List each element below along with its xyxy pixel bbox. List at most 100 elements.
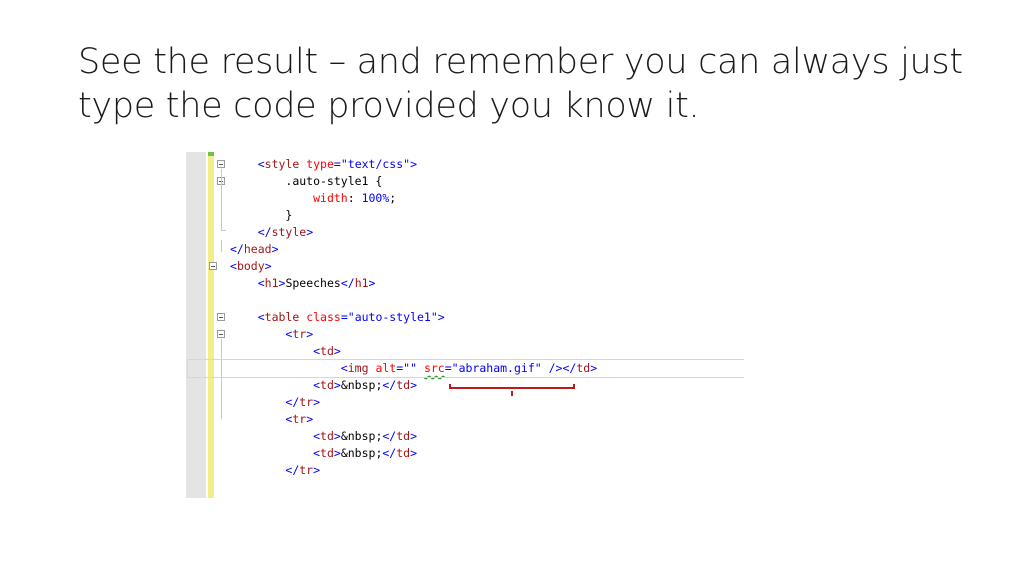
code-token: <: [285, 412, 293, 426]
code-token: class: [306, 310, 341, 324]
code-line[interactable]: [230, 292, 744, 309]
code-token: </: [285, 395, 300, 409]
code-token: <: [257, 157, 265, 171]
code-token: /></: [548, 361, 577, 375]
code-token: td: [576, 361, 591, 375]
code-line[interactable]: </tr>: [230, 394, 744, 411]
code-token: [230, 225, 258, 239]
code-token: <: [313, 446, 321, 460]
code-token: </: [382, 378, 397, 392]
code-line[interactable]: </tr>: [230, 462, 744, 479]
collapse-icon[interactable]: [217, 313, 225, 321]
code-token: </: [230, 242, 244, 256]
code-token: [230, 174, 285, 188]
fold-guide: [221, 169, 222, 230]
code-line[interactable]: width: 100%;: [230, 190, 744, 207]
code-token: 100%: [361, 191, 390, 205]
code-token: td: [320, 446, 334, 460]
code-token: style: [264, 157, 300, 171]
code-line[interactable]: <body>: [230, 258, 744, 275]
change-tracking-bar: [208, 152, 214, 498]
code-line[interactable]: <td>&nbsp;</td>: [230, 445, 744, 462]
code-line[interactable]: <tr>: [230, 326, 744, 343]
code-token: >: [271, 242, 279, 256]
code-token: </: [382, 429, 397, 443]
code-token: >: [306, 412, 314, 426]
code-token-flagged: src: [423, 361, 445, 375]
code-token: &nbsp;: [340, 378, 383, 392]
code-line[interactable]: }: [230, 207, 744, 224]
outlining-margin: [209, 152, 230, 498]
code-token: [230, 446, 313, 460]
code-token: &nbsp;: [340, 446, 383, 460]
slide-title-line-1: See the result – and remember you can al…: [78, 42, 963, 82]
code-token: [230, 361, 341, 375]
fold-guide: [221, 339, 222, 419]
code-token: ">: [430, 310, 445, 324]
code-token: body: [236, 259, 265, 273]
code-token: </: [257, 225, 272, 239]
code-token: img: [347, 361, 369, 375]
code-token: [230, 208, 285, 222]
code-token: style: [271, 225, 307, 239]
code-token: alt: [375, 361, 397, 375]
code-token: <: [285, 327, 293, 341]
code-token: type: [306, 157, 334, 171]
code-line[interactable]: <td>&nbsp;</td>: [230, 377, 744, 394]
code-token: width: [313, 191, 348, 205]
code-token: tr: [299, 395, 314, 409]
code-token: >: [333, 446, 341, 460]
slide-title-line-2: type the code provided you know it.: [78, 86, 700, 126]
code-line-current[interactable]: <img alt="" src="abraham.gif" /></td>: [187, 359, 744, 378]
code-token: td: [396, 446, 411, 460]
code-line[interactable]: <td>: [230, 343, 744, 360]
collapse-icon[interactable]: [217, 330, 225, 338]
editor-gutter: [186, 152, 206, 498]
code-token: >: [278, 276, 286, 290]
code-line[interactable]: <td>&nbsp;</td>: [230, 428, 744, 445]
code-token: [230, 463, 285, 477]
code-token: ">: [403, 157, 418, 171]
highlight-brace-tick: [511, 391, 513, 396]
code-token: abraham.gif: [458, 361, 535, 375]
code-token: </: [382, 446, 397, 460]
code-token: >: [264, 259, 272, 273]
code-token: [230, 327, 285, 341]
code-line[interactable]: </style>: [230, 224, 744, 241]
code-token: >: [410, 446, 418, 460]
code-line[interactable]: <table class="auto-style1">: [230, 309, 744, 326]
code-token: h1: [354, 276, 369, 290]
code-line[interactable]: <tr>: [230, 411, 744, 428]
code-token: auto-style1: [354, 310, 431, 324]
code-token: >: [590, 361, 598, 375]
code-token: <: [313, 344, 321, 358]
code-token: td: [320, 378, 334, 392]
code-token: [230, 191, 313, 205]
code-token: head: [243, 242, 272, 256]
code-token: td: [320, 344, 334, 358]
code-token: [230, 395, 285, 409]
code-text[interactable]: <style type="text/css"> .auto-style1 { w…: [187, 156, 744, 479]
code-line[interactable]: <style type="text/css">: [230, 156, 744, 173]
fold-guide-end: [221, 230, 226, 231]
code-token: >: [313, 395, 321, 409]
collapse-icon[interactable]: [209, 262, 217, 270]
code-token: td: [396, 378, 411, 392]
code-token: ="": [396, 361, 417, 375]
code-token: >: [410, 429, 418, 443]
code-token: Speeches: [285, 276, 341, 290]
code-token: tr: [292, 327, 307, 341]
code-editor-screenshot[interactable]: <style type="text/css"> .auto-style1 { w…: [186, 152, 744, 498]
code-token: ;: [389, 191, 397, 205]
code-line[interactable]: <h1>Speeches</h1>: [230, 275, 744, 292]
code-line[interactable]: .auto-style1 {: [230, 173, 744, 190]
code-token: >: [313, 463, 321, 477]
code-token: tr: [292, 412, 307, 426]
collapse-icon[interactable]: [217, 160, 225, 168]
code-token: >: [333, 378, 341, 392]
code-line[interactable]: </head>: [230, 241, 744, 258]
code-token: >: [333, 344, 341, 358]
code-token: td: [320, 429, 334, 443]
code-token: [230, 310, 258, 324]
code-token: =": [340, 310, 355, 324]
